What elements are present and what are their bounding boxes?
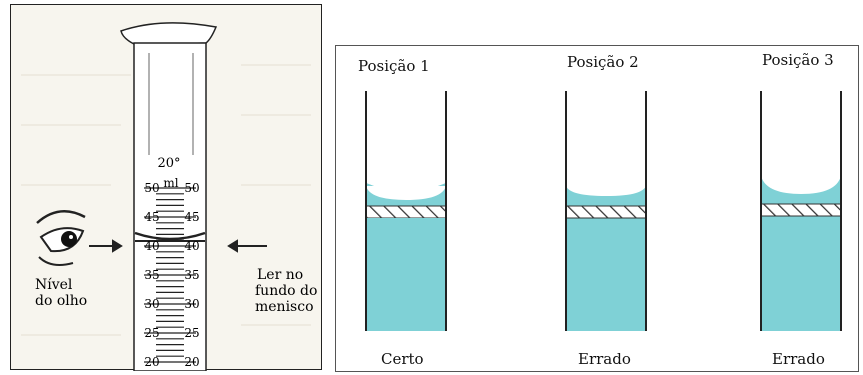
scale-number-left: 25 bbox=[144, 326, 159, 340]
unit-label: ml bbox=[163, 176, 178, 190]
tube-3-liquid bbox=[761, 176, 841, 331]
eye-level-arrow bbox=[89, 239, 123, 253]
scale-number-left: 40 bbox=[144, 239, 159, 253]
tube-3-reading-band bbox=[760, 203, 842, 217]
cylinder-body bbox=[133, 42, 207, 372]
tubes-drawing bbox=[365, 91, 842, 331]
position-2-label: Posição 2 bbox=[567, 53, 639, 71]
read-arrow bbox=[227, 239, 267, 253]
eye-level-label-line1: Nível bbox=[35, 277, 73, 293]
scale-numbers-left: 50 45 40 35 30 25 20 bbox=[144, 181, 159, 369]
position-1-label: Posição 1 bbox=[358, 57, 430, 75]
reading-positions-figure: Posição 1 Posição 2 Posição 3 Certo Erra… bbox=[335, 45, 859, 372]
scale-number-left: 35 bbox=[144, 268, 159, 282]
graduation-ticks bbox=[144, 187, 196, 363]
scale-number-right: 30 bbox=[184, 297, 199, 311]
read-label-line3: menisco bbox=[255, 299, 314, 315]
scale-number-right: 35 bbox=[184, 268, 199, 282]
eye-level-label-line2: do olho bbox=[35, 293, 87, 309]
cylinder-rim bbox=[120, 22, 218, 46]
meniscus bbox=[134, 231, 206, 241]
scale-number-right: 20 bbox=[184, 355, 199, 369]
tube-position-3 bbox=[760, 91, 842, 331]
position-1-verdict: Certo bbox=[381, 350, 424, 368]
tube-1-reading-band bbox=[365, 205, 447, 219]
tube-2-reading-band bbox=[565, 205, 647, 219]
position-2-verdict: Errado bbox=[578, 350, 631, 368]
cylinder-drawing: 20° ml 50 45 40 35 30 25 20 50 45 40 35 30 25 20 Nív… bbox=[21, 22, 317, 372]
eye-icon bbox=[36, 210, 86, 266]
read-label-line2: fundo do bbox=[255, 283, 317, 299]
scale-number-right: 25 bbox=[184, 326, 199, 340]
scale-number-left: 30 bbox=[144, 297, 159, 311]
scale-number-right: 50 bbox=[184, 181, 199, 195]
scale-number-left: 45 bbox=[144, 210, 159, 224]
tube-position-2 bbox=[565, 91, 647, 331]
scale-number-right: 40 bbox=[184, 239, 199, 253]
scale-numbers-right: 50 45 40 35 30 25 20 bbox=[184, 181, 199, 369]
background-texture bbox=[21, 64, 311, 336]
position-3-verdict: Errado bbox=[772, 350, 825, 368]
scale-number-right: 45 bbox=[184, 210, 199, 224]
graduated-cylinder-figure: 20° ml 50 45 40 35 30 25 20 50 45 40 35 30 25 20 Nív… bbox=[10, 4, 322, 372]
scale-number-left: 50 bbox=[144, 181, 159, 195]
read-label-line1: Ler no bbox=[257, 267, 303, 283]
scale-number-left: 20 bbox=[144, 355, 159, 369]
temperature-label: 20° bbox=[157, 156, 180, 171]
tube-position-1 bbox=[365, 91, 447, 331]
position-3-label: Posição 3 bbox=[762, 51, 834, 69]
